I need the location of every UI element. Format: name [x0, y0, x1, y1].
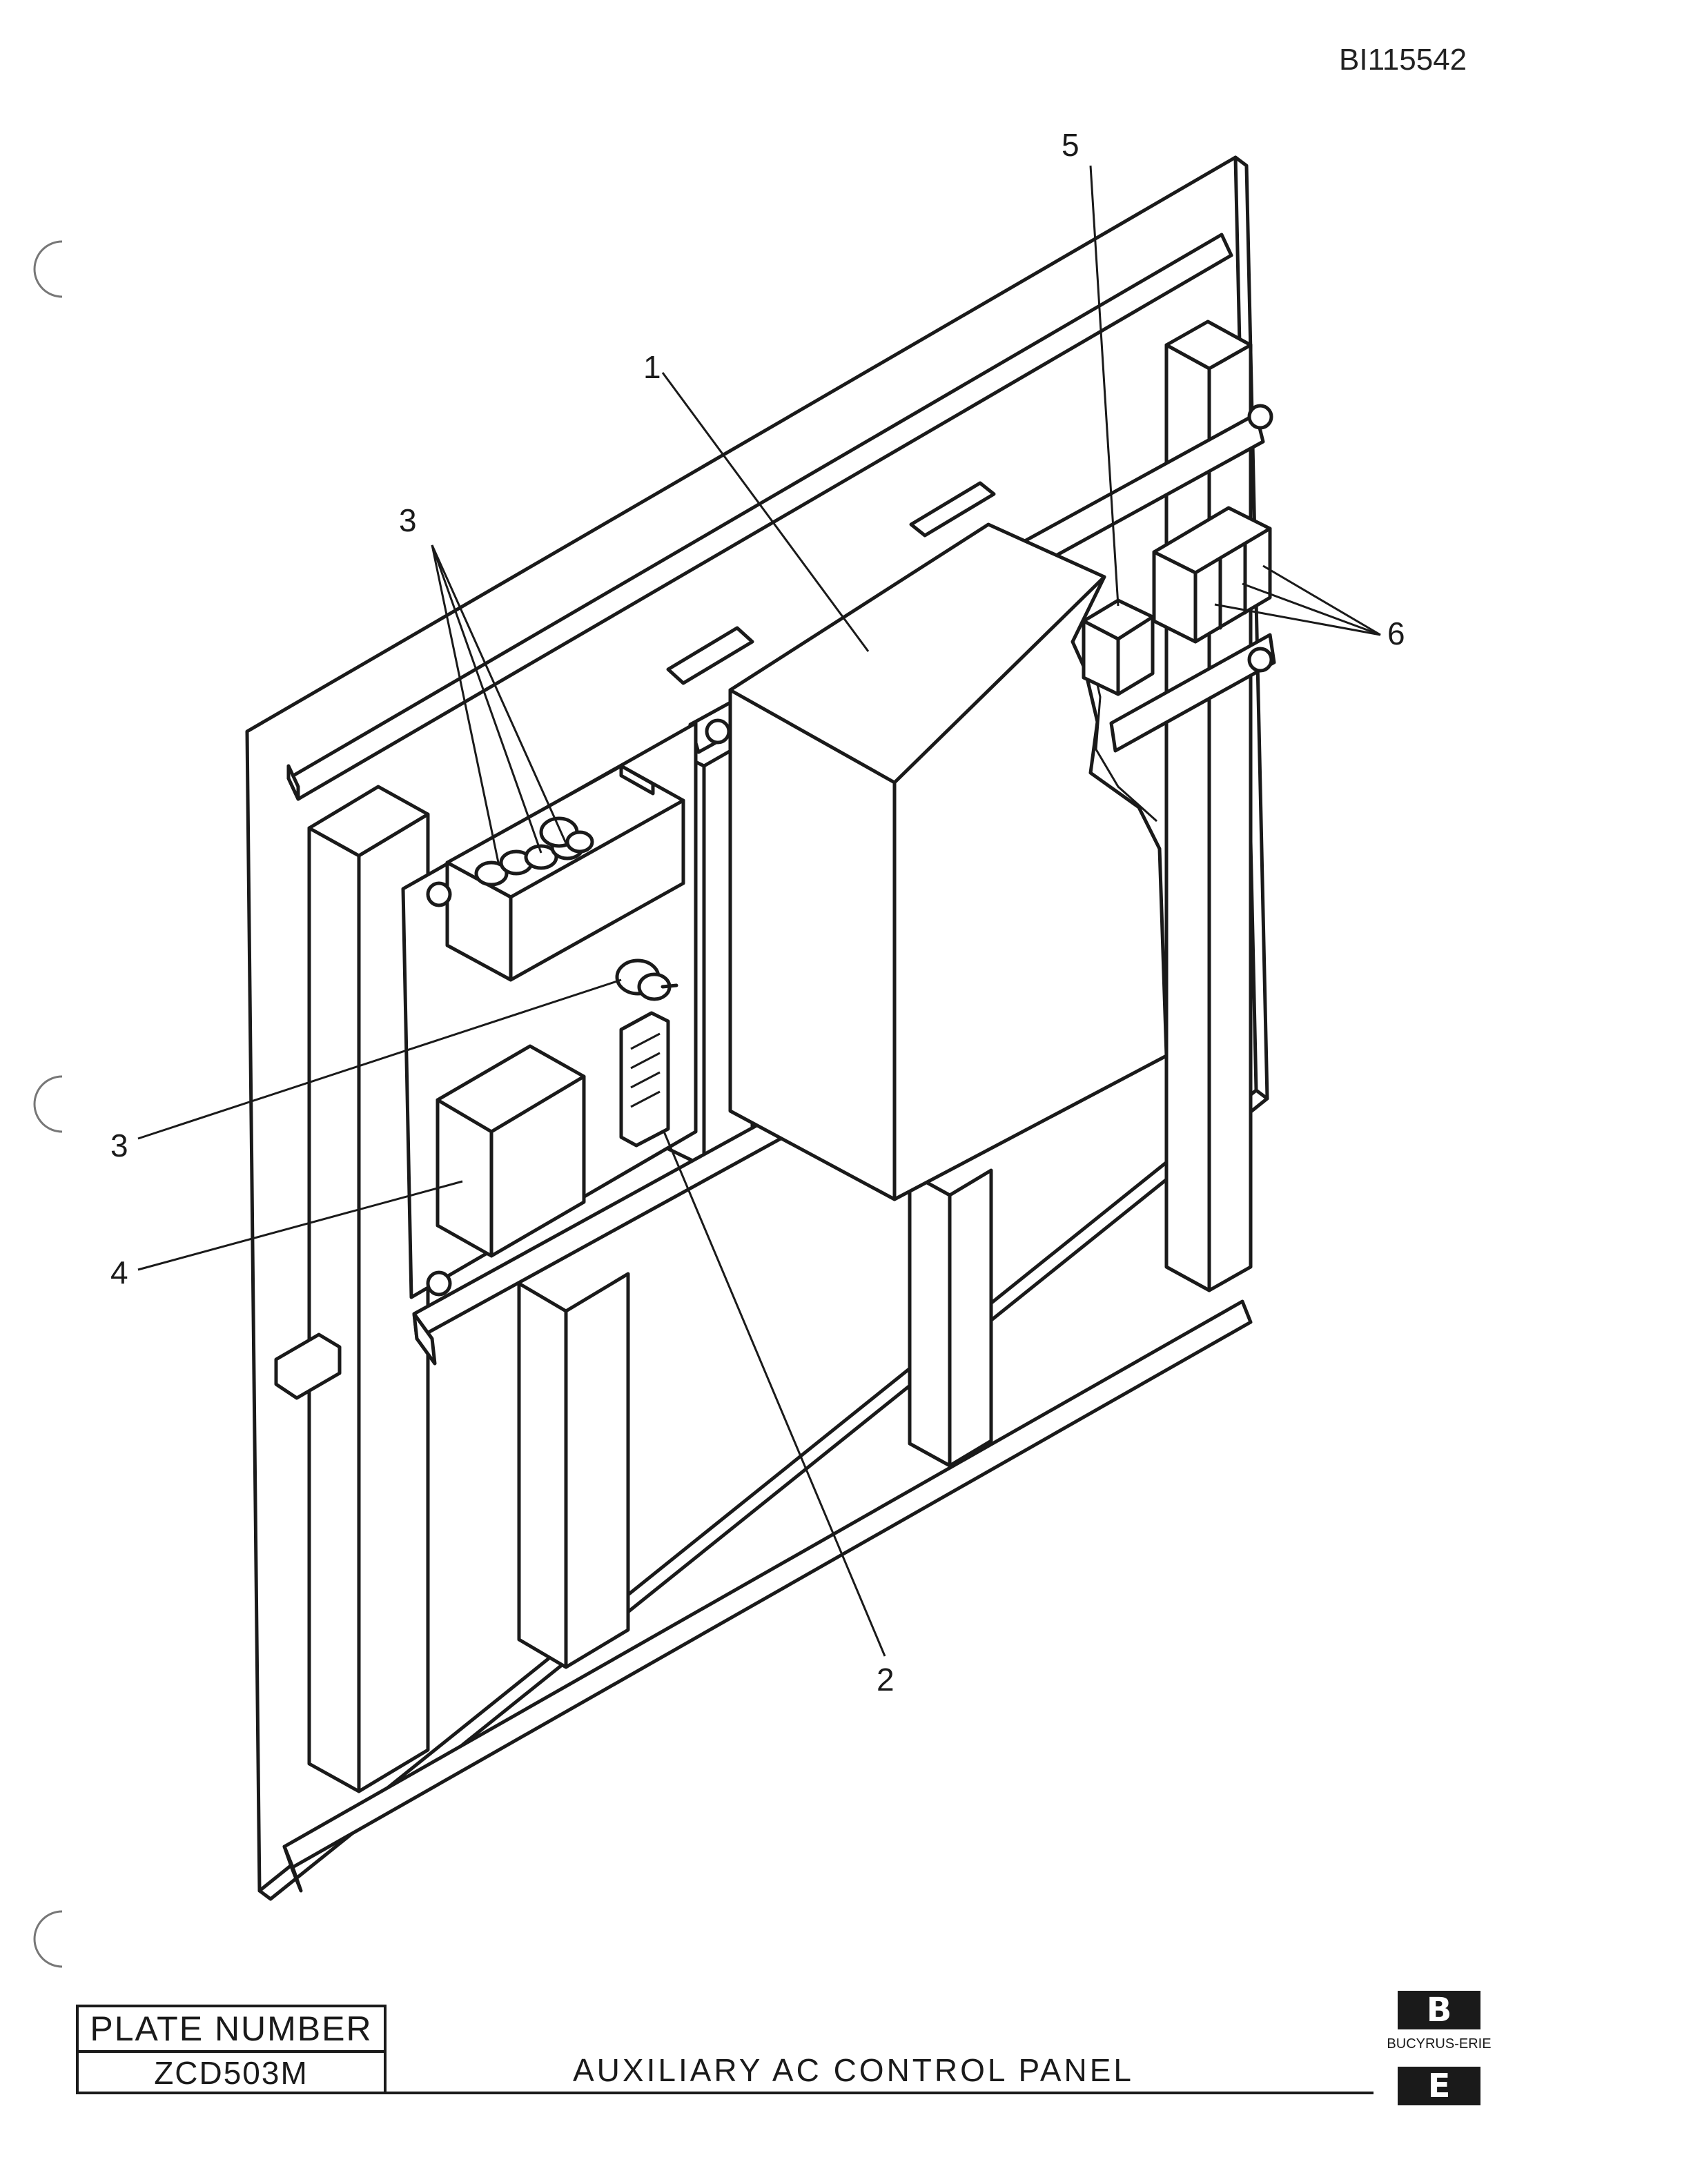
callout-6: 6 [1387, 616, 1405, 651]
inner-relay-5 [1082, 598, 1155, 696]
bottom-rail [282, 1299, 1253, 1893]
vertical-channel-center-left [517, 1272, 630, 1669]
callout-3-lower: 3 [110, 1128, 128, 1163]
callout-2: 2 [877, 1662, 895, 1698]
logo-brand-text: BUCYRUS-ERIE [1387, 2036, 1492, 2052]
binder-hole-top [33, 240, 63, 298]
resistor-rollers [474, 816, 594, 887]
title-rule [76, 2092, 1374, 2094]
title-block: PLATE NUMBER ZCD503M AUXILIARY AC CONTRO… [76, 1991, 1498, 2108]
callout-1: 1 [643, 349, 661, 385]
callout-5: 5 [1062, 127, 1079, 163]
logo-letter-b: B [1398, 1991, 1480, 2029]
terminal-strip [619, 1011, 670, 1148]
bucyrus-erie-logo: B BUCYRUS-ERIE E [1377, 1991, 1501, 2108]
mounting-rail-lower [412, 633, 1276, 1366]
drawing-title: AUXILIARY AC CONTROL PANEL [573, 2052, 1134, 2088]
document-id: BI115542 [1339, 43, 1467, 77]
top-rail [286, 233, 1233, 801]
mounting-bracket [274, 1332, 342, 1400]
relay-module [436, 1044, 586, 1258]
main-enclosure [728, 522, 1169, 1201]
resistor-housing [445, 764, 685, 982]
plate-number-label: PLATE NUMBER [79, 2007, 384, 2053]
binder-hole-middle [33, 1075, 63, 1133]
callout-4: 4 [110, 1255, 128, 1290]
plate-number-value: ZCD503M [154, 2055, 309, 2091]
vertical-channel-right-center [908, 481, 996, 1468]
callout-3-upper: 3 [399, 502, 417, 538]
logo-letter-e: E [1398, 2067, 1480, 2105]
binder-hole-bottom [33, 1910, 63, 1968]
plate-number-box: PLATE NUMBER ZCD503M [76, 2005, 387, 2094]
fuse-component [615, 958, 678, 1001]
leader-lines [137, 165, 1381, 1657]
panel-illustration: 1 2 3 3 4 5 6 [33, 127, 1405, 1968]
